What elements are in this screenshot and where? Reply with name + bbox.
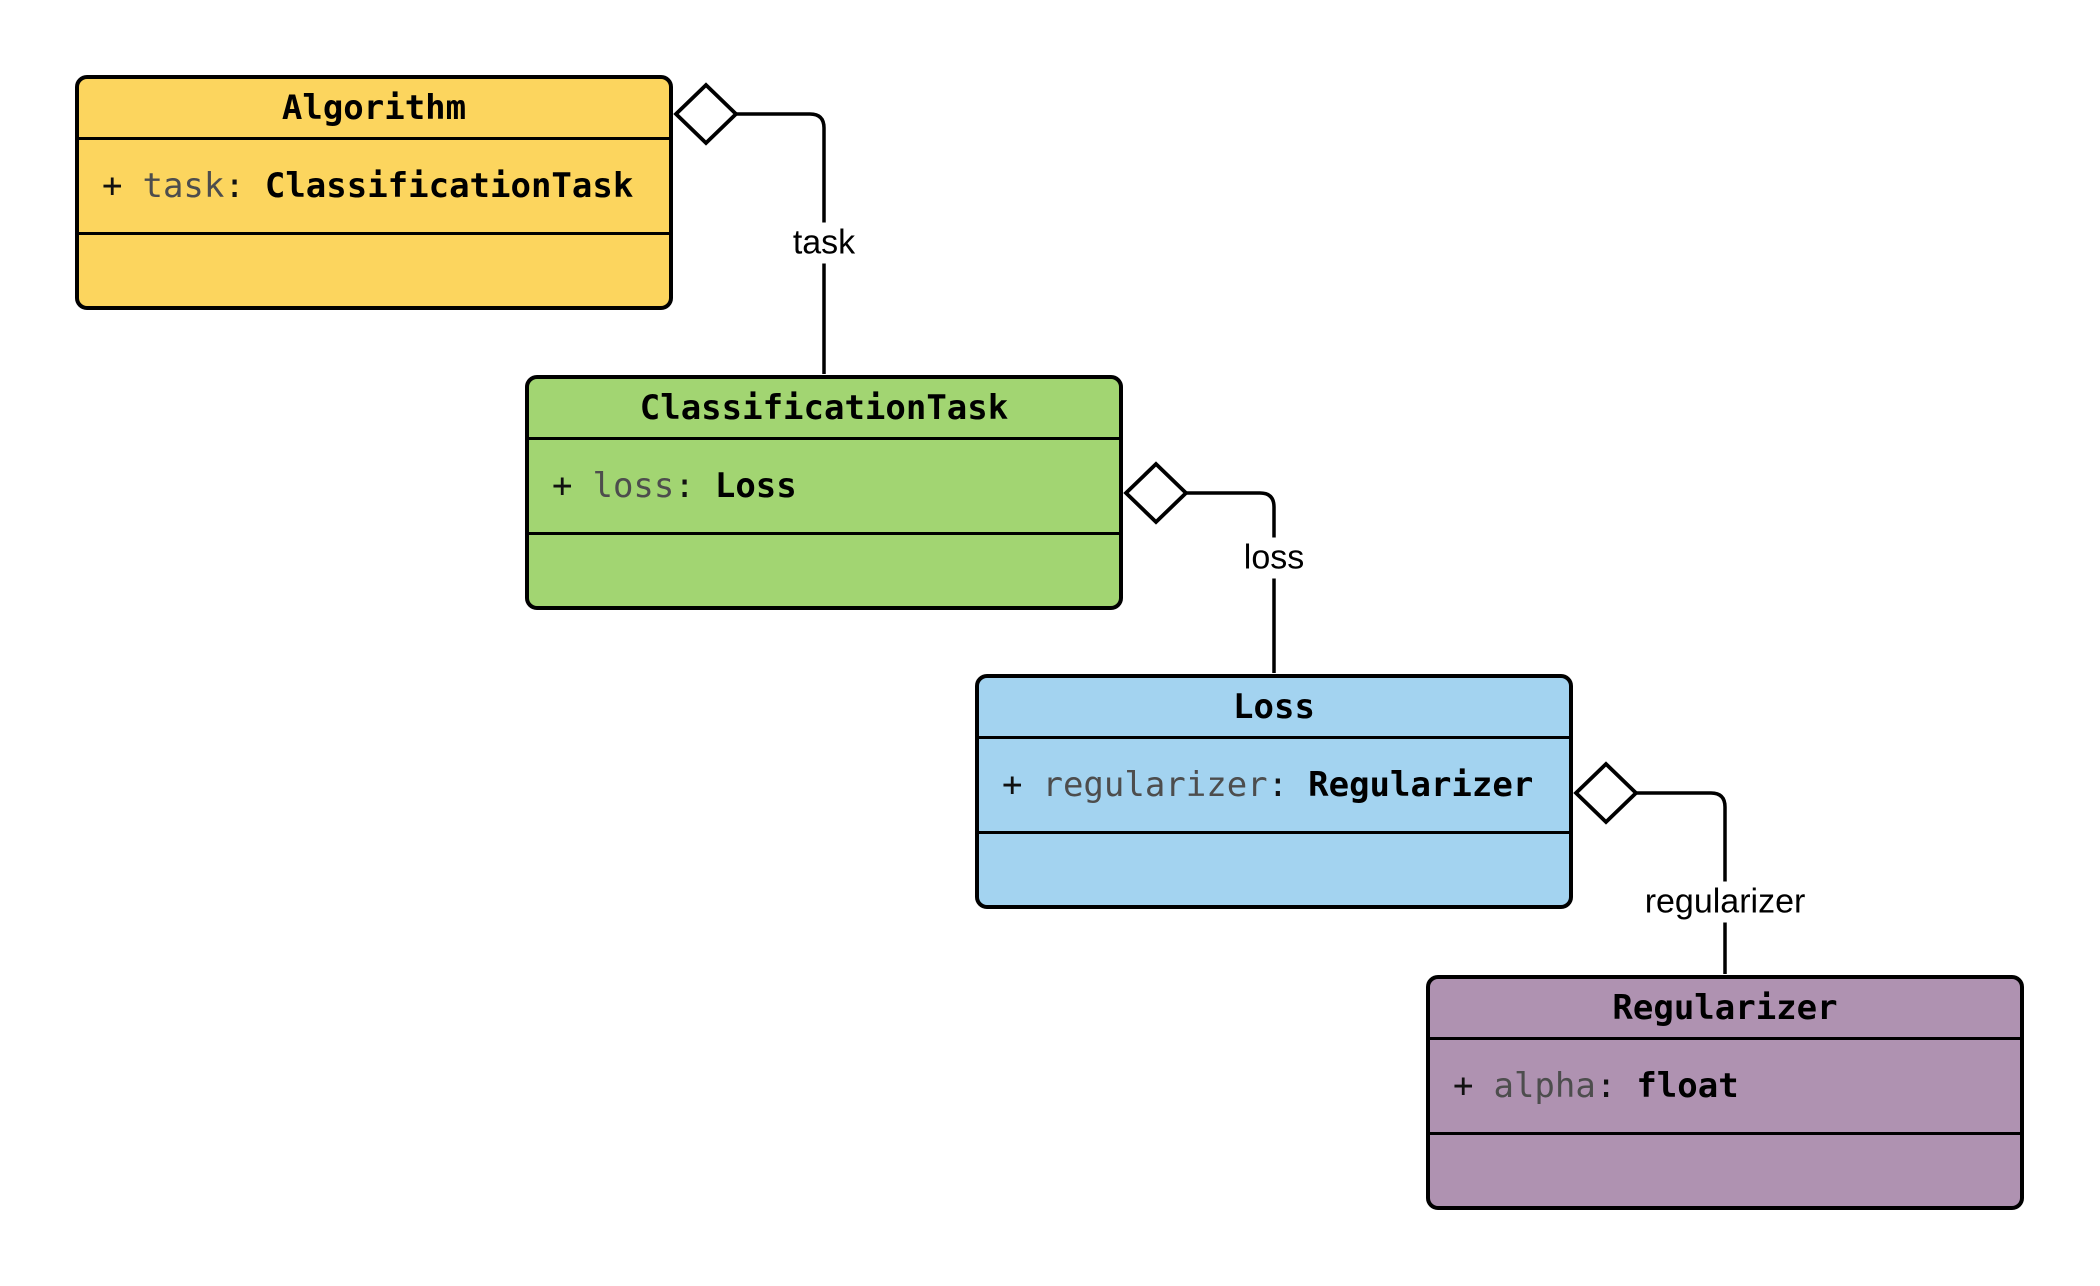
attr-visibility: + <box>552 466 573 506</box>
attr-type: Loss <box>714 466 797 506</box>
attr-separator: : <box>674 466 695 506</box>
relation-label-regularizer: regularizer <box>1637 881 1813 923</box>
attr-separator: : <box>1595 1066 1617 1106</box>
relation-line-regularizer <box>1636 791 1727 974</box>
class-methods-section <box>529 535 1119 606</box>
aggregation-diamond-regularizer-icon <box>1573 761 1639 825</box>
attr-type: ClassificationTask <box>264 166 634 206</box>
attr-name: loss <box>592 466 675 506</box>
attr-name: task <box>142 166 225 206</box>
attr-visibility: + <box>102 166 123 206</box>
class-algorithm[interactable]: Algorithm + task: ClassificationTask <box>75 75 673 310</box>
class-classificationtask[interactable]: ClassificationTask + loss: Loss <box>525 375 1123 610</box>
class-attributes: + regularizer: Regularizer <box>979 739 1569 834</box>
class-attributes: + task: ClassificationTask <box>79 140 669 235</box>
class-methods-section <box>79 235 669 306</box>
attr-separator: : <box>224 166 245 206</box>
aggregation-diamond-loss-icon <box>1123 461 1189 525</box>
class-loss[interactable]: Loss + regularizer: Regularizer <box>975 674 1573 909</box>
attr-type: float <box>1636 1066 1739 1106</box>
attr-type: Regularizer <box>1308 765 1534 805</box>
aggregation-diamond-task-icon <box>673 82 739 146</box>
attr-visibility: + <box>1453 1066 1474 1106</box>
class-title: Algorithm <box>79 79 669 140</box>
relation-label-task: task <box>785 222 863 264</box>
attr-name: regularizer <box>1042 765 1268 805</box>
relation-line-loss <box>1186 491 1276 673</box>
class-title: Regularizer <box>1430 979 2020 1040</box>
class-attributes: + alpha: float <box>1430 1040 2020 1135</box>
class-methods-section <box>1430 1135 2020 1206</box>
relation-line-task <box>736 112 826 374</box>
class-methods-section <box>979 834 1569 905</box>
class-title: Loss <box>979 678 1569 739</box>
attr-visibility: + <box>1002 765 1023 805</box>
class-title: ClassificationTask <box>529 379 1119 440</box>
relation-label-loss: loss <box>1236 537 1312 579</box>
attr-separator: : <box>1267 765 1289 805</box>
attr-name: alpha <box>1493 1066 1596 1106</box>
class-regularizer[interactable]: Regularizer + alpha: float <box>1426 975 2024 1210</box>
class-attributes: + loss: Loss <box>529 440 1119 535</box>
